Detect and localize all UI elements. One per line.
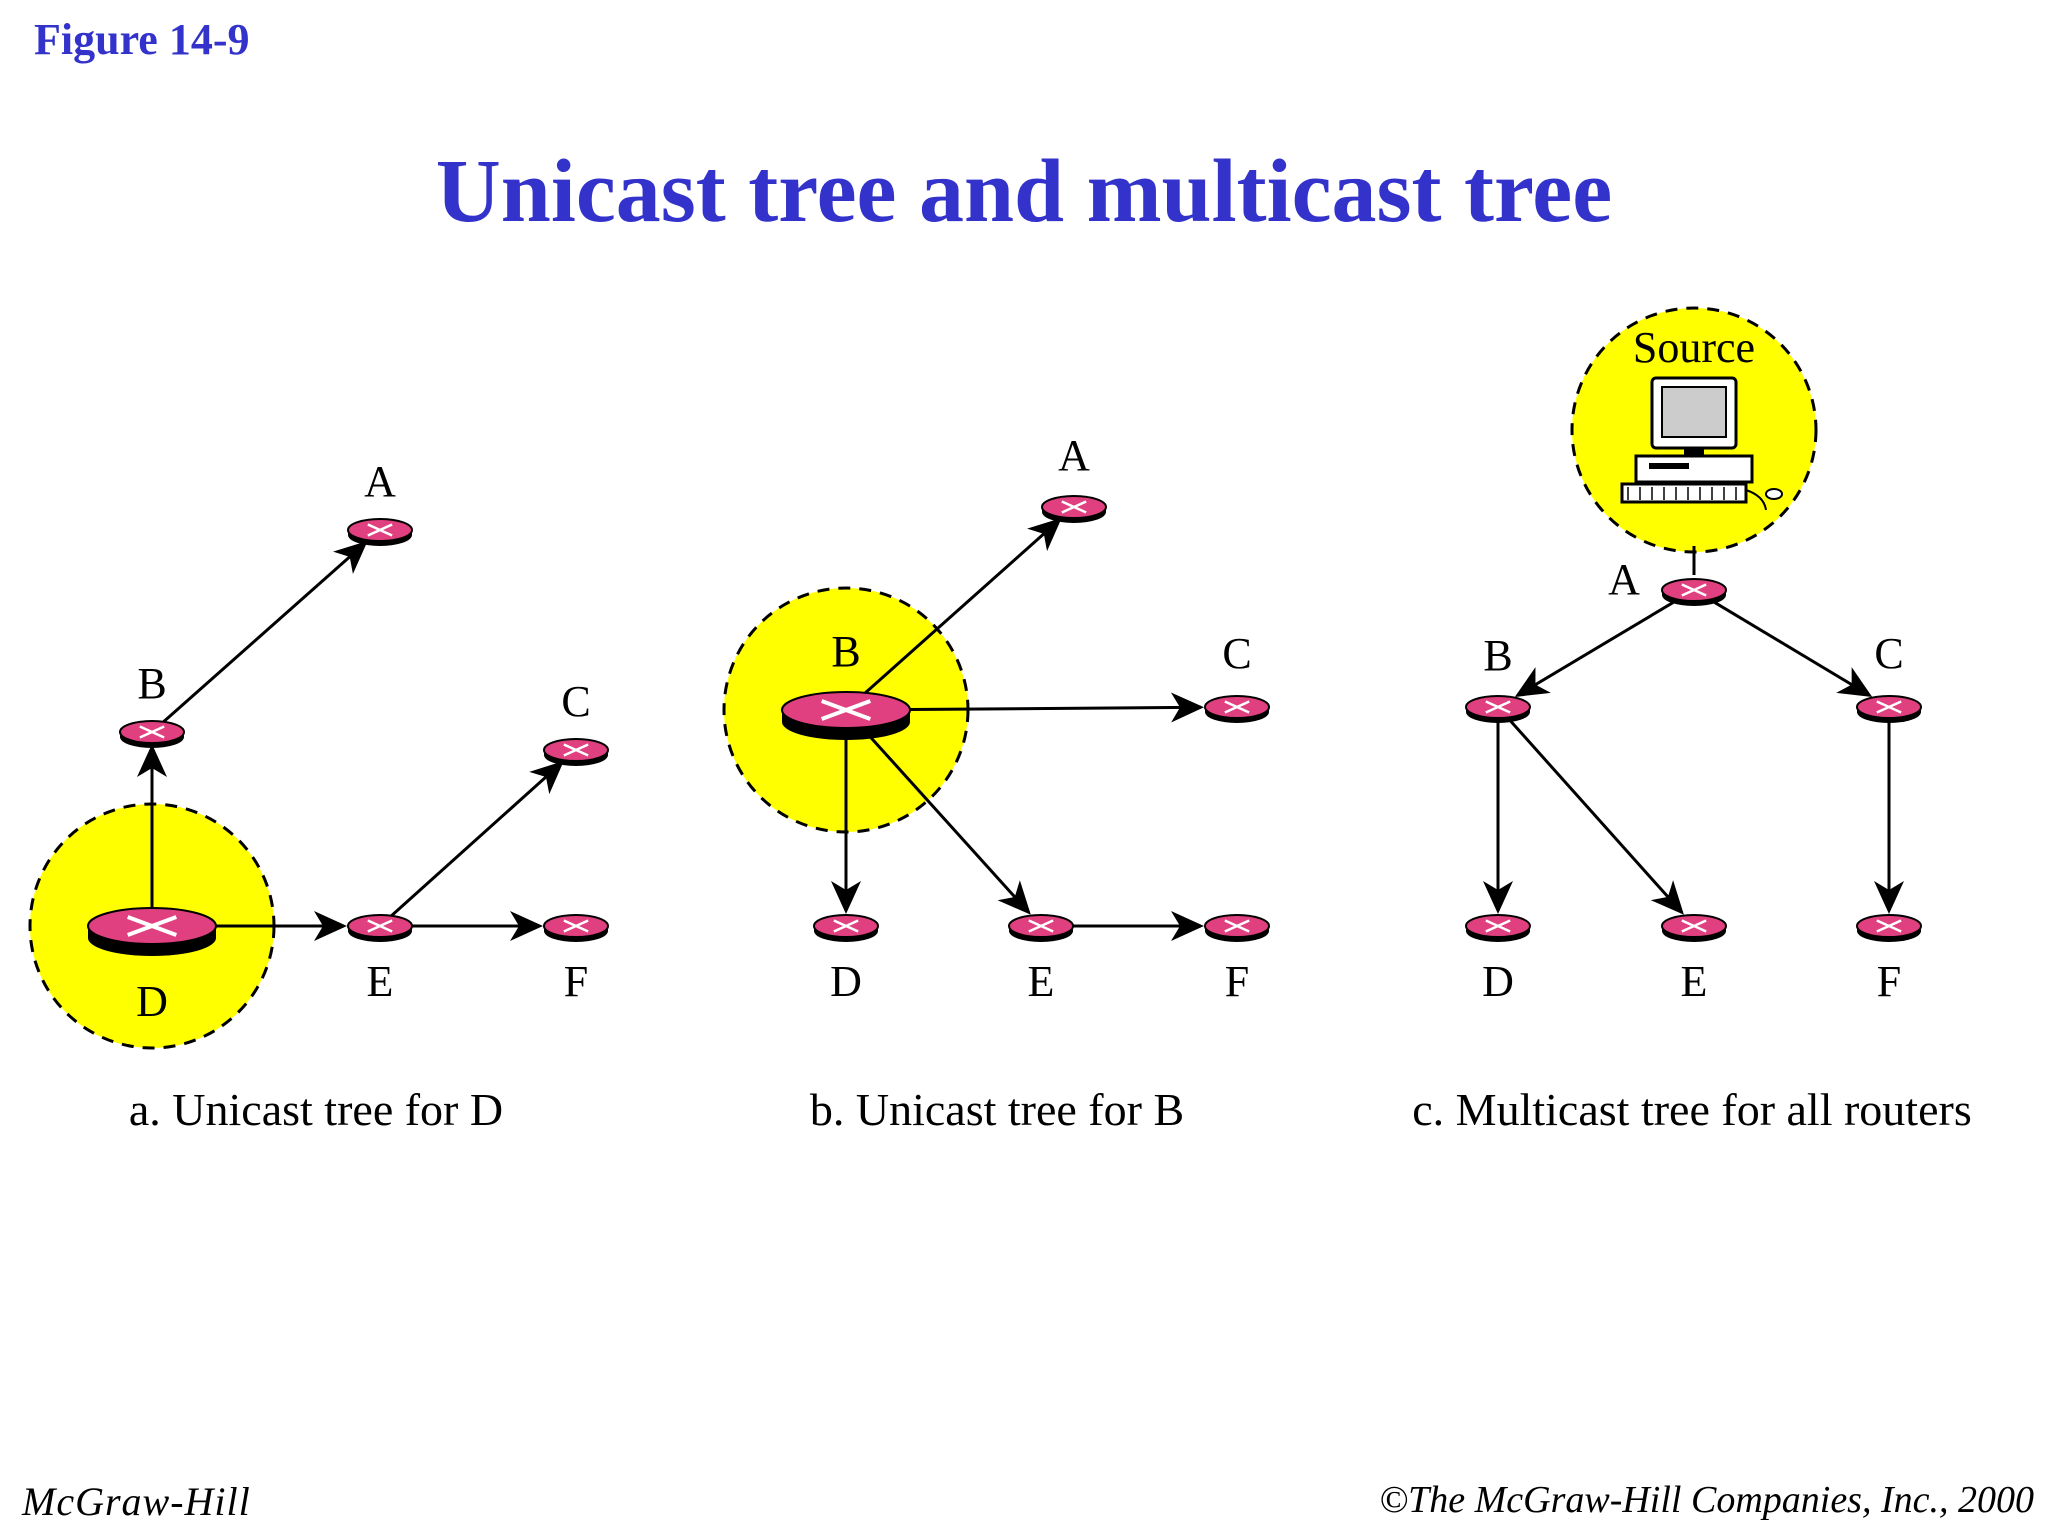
router-a-c xyxy=(543,738,609,766)
node-label-b-f: F xyxy=(1225,957,1249,1006)
router-a-e xyxy=(347,914,413,942)
node-label-b-b: B xyxy=(831,627,860,676)
router-b-c xyxy=(1204,695,1270,723)
node-label-c-f: F xyxy=(1877,957,1901,1006)
router-b-d xyxy=(813,914,879,942)
edge-b-b-e xyxy=(860,726,1031,915)
slide-title: Unicast tree and multicast tree xyxy=(435,142,1613,241)
source-computer-icon xyxy=(1620,376,1783,511)
router-b-f xyxy=(1204,914,1270,942)
edge-b-b-c xyxy=(909,692,1205,723)
figure-label: Figure 14-9 xyxy=(34,15,250,64)
node-label-c-a: A xyxy=(1608,555,1640,604)
router-a-f xyxy=(543,914,609,942)
edge-c-b-e xyxy=(1506,716,1684,915)
router-a-b xyxy=(119,720,185,748)
node-label-b-e: E xyxy=(1028,957,1055,1006)
router-c-a xyxy=(1661,578,1727,606)
router-a-a xyxy=(347,518,413,546)
node-label-c-c: C xyxy=(1874,629,1903,678)
node-label-c-b: B xyxy=(1483,631,1512,680)
caption-panel-c: c. Multicast tree for all routers xyxy=(1412,1084,1971,1135)
router-a-d xyxy=(87,907,217,956)
edge-a-e-c xyxy=(390,760,564,917)
caption-panel-b: b. Unicast tree for B xyxy=(810,1084,1184,1135)
router-c-d xyxy=(1465,914,1531,942)
node-label-a-a: A xyxy=(364,457,396,506)
node-label-b-a: A xyxy=(1058,431,1090,480)
router-b-e xyxy=(1008,914,1074,942)
node-label-b-d: D xyxy=(830,957,862,1006)
router-b-a xyxy=(1041,495,1107,523)
node-label-a-d: D xyxy=(136,977,168,1026)
footer-publisher: McGraw-Hill xyxy=(22,1479,251,1524)
node-label-b-c: C xyxy=(1222,629,1251,678)
caption-panel-a: a. Unicast tree for D xyxy=(129,1084,503,1135)
source-label: Source xyxy=(1633,323,1755,372)
edge-b-b-a xyxy=(864,517,1062,694)
router-c-e xyxy=(1661,914,1727,942)
router-c-f xyxy=(1856,914,1922,942)
edge-a-b-a xyxy=(162,540,368,723)
edge-c-a-b xyxy=(1514,598,1679,697)
router-c-b xyxy=(1465,695,1531,723)
node-label-c-d: D xyxy=(1482,957,1514,1006)
router-c-c xyxy=(1856,695,1922,723)
router-b-b xyxy=(781,691,911,740)
node-label-c-e: E xyxy=(1681,957,1708,1006)
footer-copyright: ©The McGraw-Hill Companies, Inc., 2000 xyxy=(1379,1479,2034,1521)
node-label-a-c: C xyxy=(561,677,590,726)
node-label-a-b: B xyxy=(137,659,166,708)
node-label-a-f: F xyxy=(564,957,588,1006)
edge-c-a-c xyxy=(1709,598,1873,697)
node-label-a-e: E xyxy=(367,957,394,1006)
